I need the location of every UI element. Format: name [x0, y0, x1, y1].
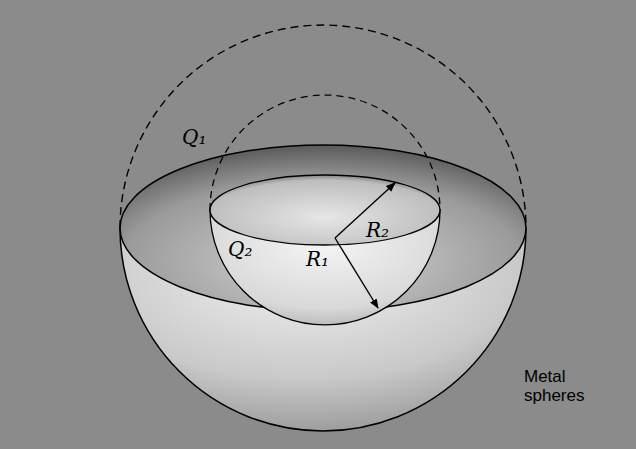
inner-sphere-dashed: [210, 95, 440, 210]
inner-sphere-rim: [210, 175, 440, 245]
radius-label: R₂: [364, 219, 391, 241]
radius-label: R₁: [304, 248, 331, 270]
charge-label: Q₁: [180, 126, 208, 148]
radius-arrow: [335, 238, 378, 308]
part-label: Metal spheres: [524, 368, 596, 405]
charge-label: Q₂: [226, 238, 254, 260]
